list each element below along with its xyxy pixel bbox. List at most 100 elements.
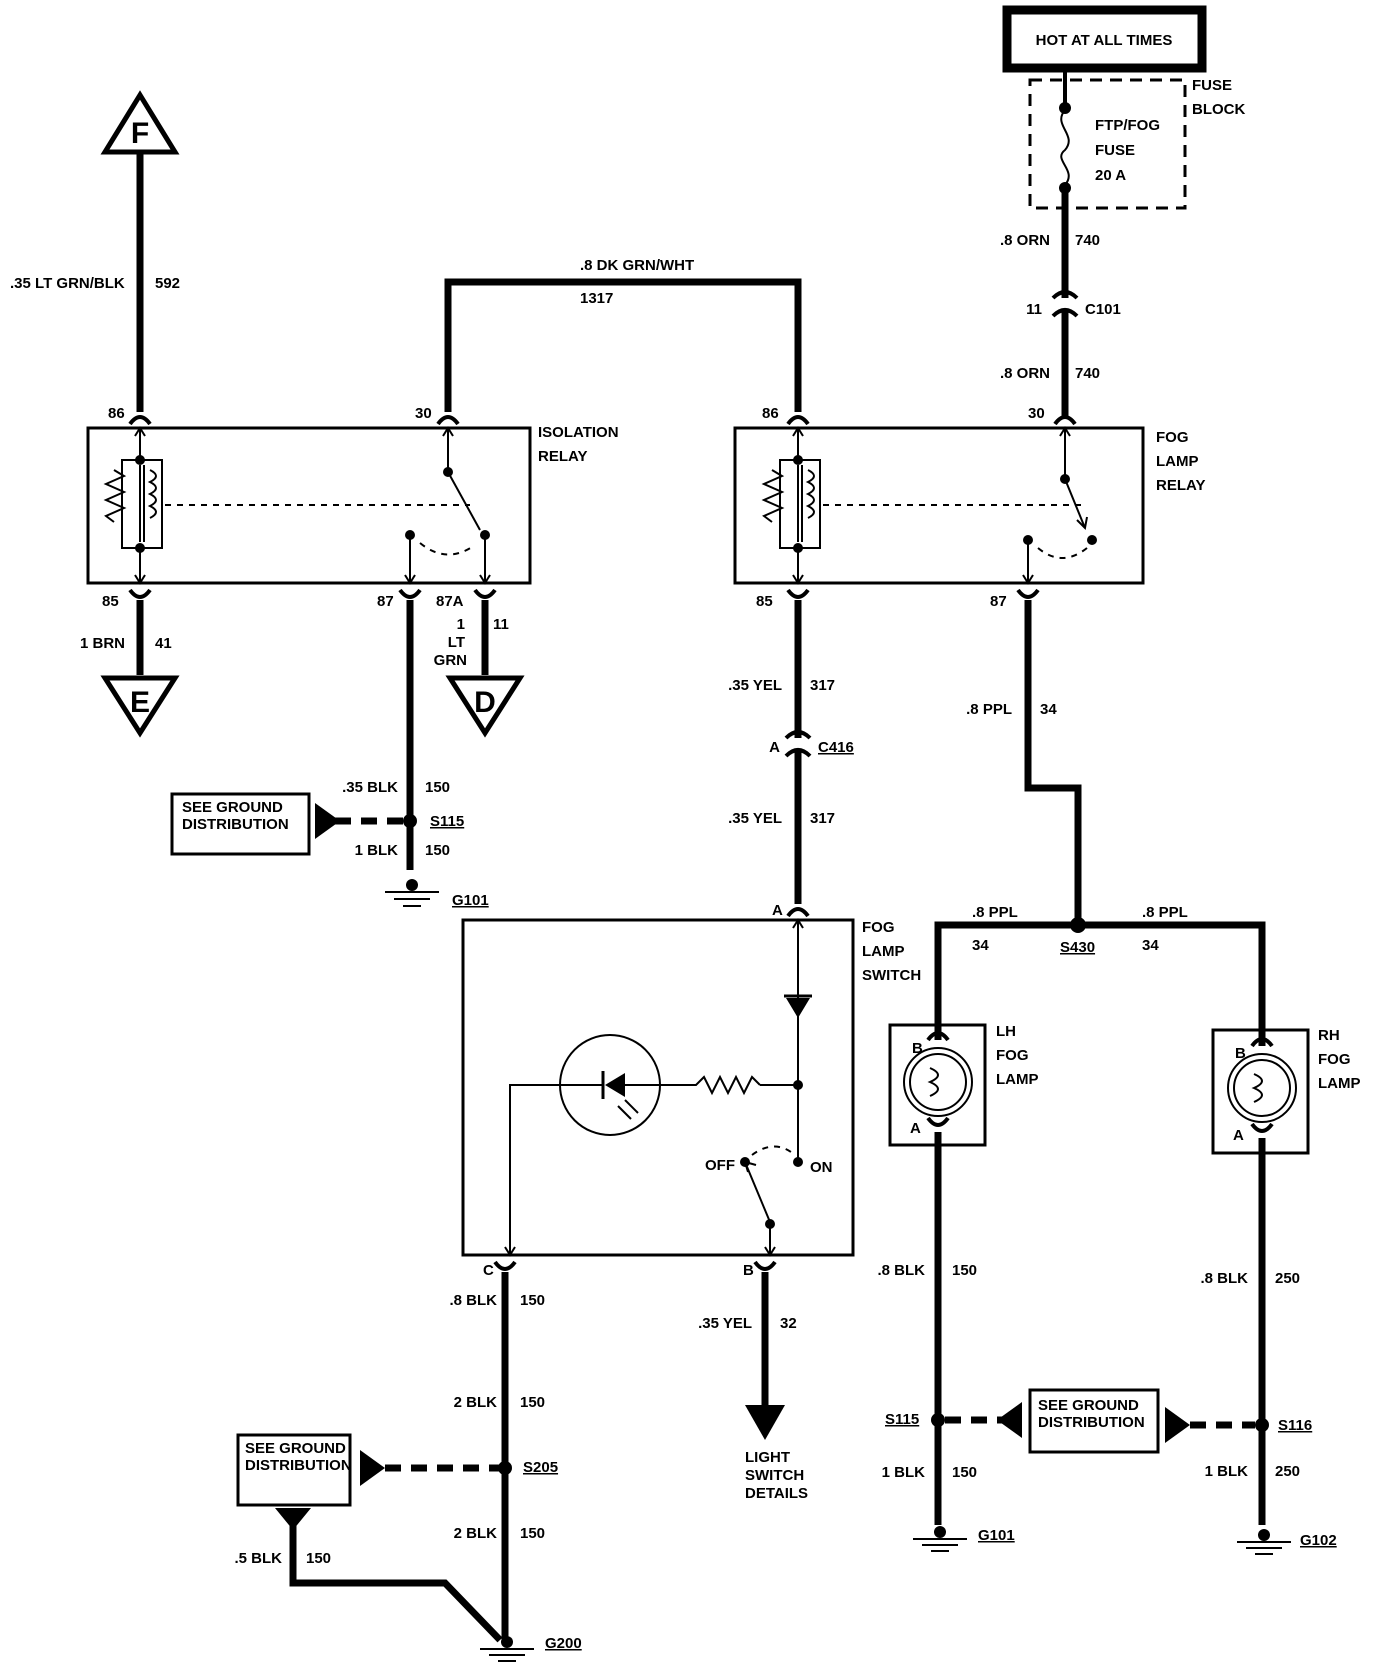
arrow-down-icon bbox=[745, 1405, 785, 1440]
lh-pin-a: A bbox=[910, 1120, 921, 1137]
rh-pin-b: B bbox=[1235, 1045, 1246, 1062]
w150-iso-bot-desc: 1 BLK bbox=[355, 842, 399, 859]
w150-sw-num: 150 bbox=[520, 1292, 545, 1309]
connector-f-label: F bbox=[131, 117, 149, 150]
sw-title-3: SWITCH bbox=[862, 967, 921, 984]
fuse-element-icon bbox=[1060, 109, 1070, 186]
c416-connector-icon bbox=[784, 730, 812, 740]
w150-iso-bot-num: 150 bbox=[425, 842, 450, 859]
ground-g102: G102 bbox=[1237, 1529, 1337, 1555]
fuse-block-label-2: BLOCK bbox=[1192, 101, 1245, 118]
wire-150-switch: .8 BLK 150 2 BLK 150 S205 2 BLK 150 bbox=[360, 1272, 558, 1642]
wire-150-isolation: .35 BLK 150 1 BLK 150 S115 bbox=[315, 600, 464, 870]
w150-sw-desc: .8 BLK bbox=[449, 1292, 497, 1309]
w250-rh-bot-num: 250 bbox=[1275, 1463, 1300, 1480]
connector-d: D bbox=[445, 675, 525, 738]
wire-32: .35 YEL 32 LIGHT SWITCH DETAILS bbox=[698, 1272, 808, 1502]
g101a-label: G101 bbox=[452, 892, 489, 909]
s115a-label: S115 bbox=[430, 813, 464, 830]
w250-rh-num: 250 bbox=[1275, 1270, 1300, 1287]
fuse-label-1: FTP/FOG bbox=[1095, 117, 1160, 134]
see-ground-3-line-1: SEE GROUND bbox=[1038, 1397, 1139, 1414]
w150-lh-desc: .8 BLK bbox=[877, 1262, 925, 1279]
s116-label: S116 bbox=[1278, 1417, 1312, 1434]
wire-592: .35 LT GRN/BLK 592 bbox=[10, 152, 180, 412]
iso-switch-icon bbox=[404, 426, 491, 585]
wire-1317: .8 DK GRN/WHT 1317 bbox=[444, 257, 802, 412]
wire-740: .8 ORN 740 11 C101 .8 ORN 740 bbox=[1000, 188, 1121, 418]
w317b-desc: .35 YEL bbox=[728, 810, 782, 827]
s430-label: S430 bbox=[1060, 939, 1095, 956]
w740b-num: 740 bbox=[1075, 365, 1100, 382]
wire-317: .35 YEL 317 A C416 .35 YEL 317 bbox=[728, 600, 854, 904]
see-ground-3-line-2: DISTRIBUTION bbox=[1038, 1414, 1145, 1431]
light-switch-line-2: SWITCH bbox=[745, 1467, 804, 1484]
iso-pin-87a: 87A bbox=[436, 593, 464, 610]
fog-relay-title-1: FOG bbox=[1156, 429, 1189, 446]
lamp-filament-icon bbox=[927, 1067, 939, 1097]
fog-relay-title-3: RELAY bbox=[1156, 477, 1205, 494]
iso-pin-87: 87 bbox=[377, 593, 394, 610]
w740a-num: 740 bbox=[1075, 232, 1100, 249]
sw-pin-a: A bbox=[772, 902, 783, 919]
indicator-led-icon bbox=[559, 1034, 661, 1136]
wire-250-rh: .8 BLK 250 S116 1 BLK 250 bbox=[1165, 1138, 1312, 1525]
rh-fog-lamp: B A RH FOG LAMP bbox=[1211, 1027, 1361, 1155]
ground-g101-left: G101 bbox=[385, 879, 489, 909]
see-ground-note-2: SEE GROUND DISTRIBUTION bbox=[236, 1433, 352, 1507]
c416-pin: A bbox=[769, 739, 780, 756]
fog-relay-title-2: LAMP bbox=[1156, 453, 1199, 470]
rh-title-1: RH bbox=[1318, 1027, 1340, 1044]
see-ground-1-line-2: DISTRIBUTION bbox=[182, 816, 289, 833]
sw-title-2: LAMP bbox=[862, 943, 905, 960]
wire-150-05: .5 BLK 150 bbox=[234, 1508, 503, 1643]
connector-e-label: E bbox=[130, 686, 150, 719]
w34-left-num: 34 bbox=[972, 937, 989, 954]
iso-pin-86: 86 bbox=[108, 405, 125, 422]
ground-g200: G200 bbox=[480, 1635, 582, 1662]
fog-switch-icon bbox=[1022, 426, 1097, 585]
hot-at-all-times-box: HOT AT ALL TIMES bbox=[1002, 5, 1207, 73]
lamp-filament-icon bbox=[1251, 1073, 1263, 1103]
w150-lh-num: 150 bbox=[952, 1262, 977, 1279]
fuse-block: FUSE BLOCK FTP/FOG FUSE 20 A bbox=[1028, 68, 1245, 210]
wire-150-lh: .8 BLK 150 S115 1 BLK 150 bbox=[877, 1132, 1022, 1525]
sw-off-label: OFF bbox=[705, 1157, 735, 1174]
w32-desc: .35 YEL bbox=[698, 1315, 752, 1332]
isolation-relay: ISOLATION RELAY 86 30 85 87 87A bbox=[86, 405, 619, 610]
w34-right-desc: .8 PPL bbox=[1142, 904, 1188, 921]
g200-label: G200 bbox=[545, 1635, 582, 1652]
lh-fog-lamp: B A LH FOG LAMP bbox=[888, 1023, 1039, 1147]
fuse-label-2: FUSE bbox=[1095, 142, 1135, 159]
w150-05-num: 150 bbox=[306, 1550, 331, 1567]
fog-pin-30: 30 bbox=[1028, 405, 1045, 422]
g102-label: G102 bbox=[1300, 1532, 1337, 1549]
see-ground-1-line-1: SEE GROUND bbox=[182, 799, 283, 816]
w1317-num: 1317 bbox=[580, 290, 613, 307]
w150-2b-desc: 2 BLK bbox=[454, 1525, 498, 1542]
sw-on-label: ON bbox=[810, 1159, 833, 1176]
see-ground-note-3: SEE GROUND DISTRIBUTION bbox=[1028, 1388, 1160, 1454]
w34-left-desc: .8 PPL bbox=[972, 904, 1018, 921]
w11-desc-1: 1 bbox=[457, 616, 465, 633]
w317b-num: 317 bbox=[810, 810, 835, 827]
w250-rh-desc: .8 BLK bbox=[1200, 1270, 1248, 1287]
w150-lh-bot-num: 150 bbox=[952, 1464, 977, 1481]
g101b-label: G101 bbox=[978, 1527, 1015, 1544]
connector-f: F bbox=[100, 90, 180, 155]
see-ground-2-line-2: DISTRIBUTION bbox=[245, 1457, 352, 1474]
s115b-label: S115 bbox=[885, 1411, 919, 1428]
iso-relay-title-1: ISOLATION bbox=[538, 424, 619, 441]
w740a-desc: .8 ORN bbox=[1000, 232, 1050, 249]
c101-connector-icon bbox=[1051, 290, 1079, 300]
sw-pin-c: C bbox=[483, 1262, 494, 1279]
w11-desc-2: LT bbox=[448, 634, 465, 651]
w34-relay-desc: .8 PPL bbox=[966, 701, 1012, 718]
w592-num: 592 bbox=[155, 275, 180, 292]
fog-pin-86: 86 bbox=[762, 405, 779, 422]
light-switch-line-3: DETAILS bbox=[745, 1485, 808, 1502]
s205-label: S205 bbox=[523, 1459, 558, 1476]
iso-coil-icon bbox=[103, 426, 470, 585]
sw-pin-b: B bbox=[743, 1262, 754, 1279]
